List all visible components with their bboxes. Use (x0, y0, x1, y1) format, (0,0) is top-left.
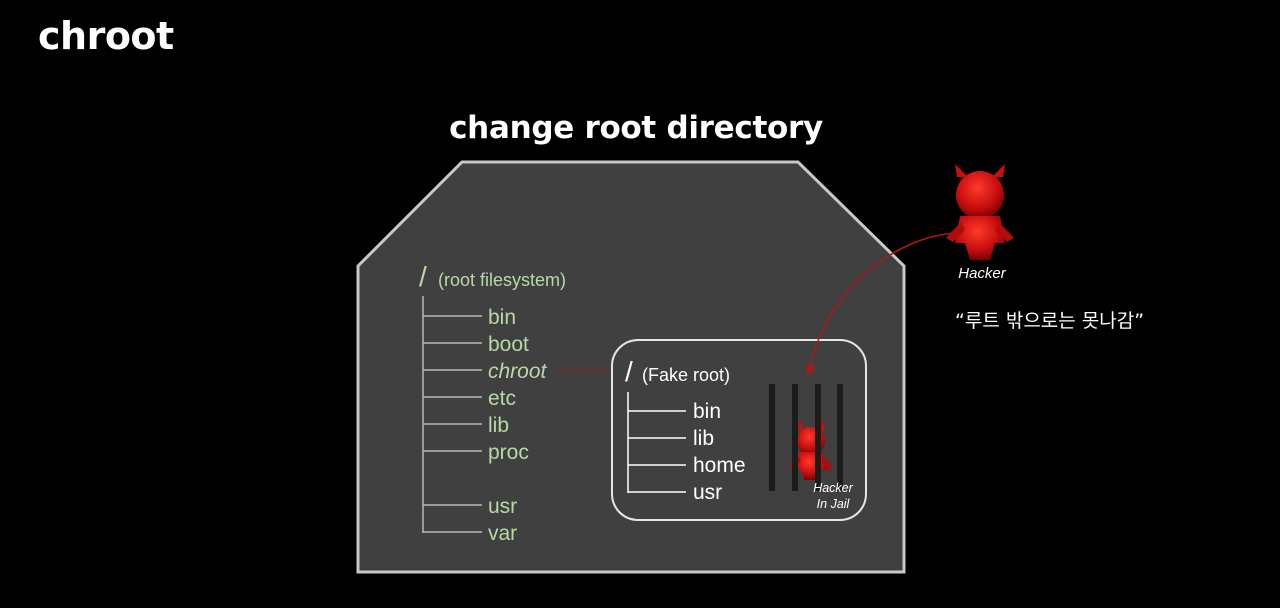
fake-root-box (611, 339, 867, 521)
slide-title: chroot (38, 14, 174, 58)
fake-root-item-home: home (693, 454, 746, 477)
jail-label-line1: Hacker (813, 481, 853, 495)
diagram-heading: change root directory (449, 110, 823, 146)
fake-root-slash: / (625, 356, 633, 387)
root-item-boot: boot (488, 333, 529, 356)
fake-root-item-bin: bin (693, 400, 721, 423)
hacker-icon (946, 164, 1014, 260)
jail-bars (769, 384, 843, 491)
root-item-var: var (488, 522, 517, 545)
root-filesystem-label: (root filesystem) (438, 270, 566, 290)
root-filesystem-container (356, 160, 906, 574)
hacker-arrow (805, 232, 957, 376)
jail-label-line2: In Jail (817, 497, 851, 511)
fake-root-label: (Fake root) (642, 365, 730, 385)
root-slash: / (419, 261, 427, 292)
hacker-quote: “루트 밖으로는 못나감” (955, 310, 1145, 332)
root-tree-lines (422, 296, 482, 533)
root-item-chroot: chroot (488, 360, 548, 383)
fake-root-tree-lines (627, 392, 686, 493)
fake-root-item-usr: usr (693, 481, 722, 504)
fake-root-item-lib: lib (693, 427, 714, 450)
root-item-proc: proc (488, 441, 529, 464)
root-item-bin: bin (488, 306, 516, 329)
hacker-label: Hacker (958, 265, 1007, 282)
root-item-etc: etc (488, 387, 516, 410)
root-item-lib: lib (488, 414, 509, 437)
root-item-usr: usr (488, 495, 517, 518)
